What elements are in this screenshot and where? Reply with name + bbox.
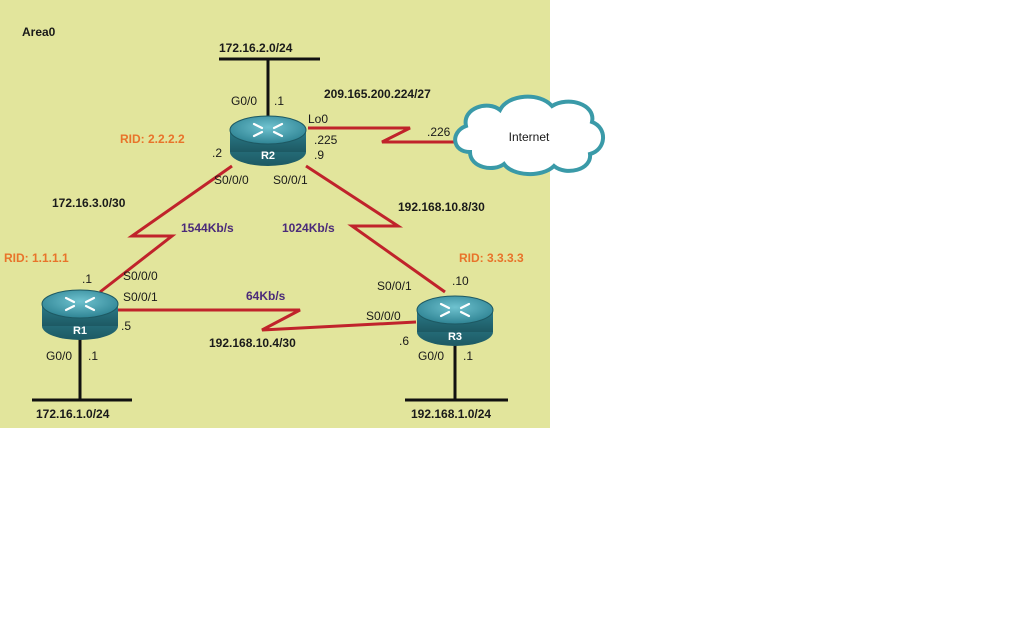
network-internet: 209.165.200.224/27 xyxy=(324,87,431,101)
r1-s000-host: .1 xyxy=(82,272,92,286)
r1-g00-host: .1 xyxy=(88,349,98,363)
r3-g00-if: G0/0 xyxy=(418,349,444,363)
ospf-area-background xyxy=(0,0,550,428)
bandwidth-r2-r3: 1024Kb/s xyxy=(282,221,335,235)
router-r2-name: R2 xyxy=(261,150,275,162)
r1-s001-host: .5 xyxy=(121,319,131,333)
router-arrows-icon xyxy=(64,296,96,312)
r2-lo0-host: .225 xyxy=(314,133,338,147)
link-r2-r3 xyxy=(305,164,446,294)
r2-g00-if: G0/0 xyxy=(231,94,257,108)
r3-s001-if: S0/0/1 xyxy=(377,279,412,293)
bandwidth-r1-r3: 64Kb/s xyxy=(246,289,286,303)
bandwidth-r1-r2: 1544Kb/s xyxy=(181,221,234,235)
r2-rid-label: RID: 2.2.2.2 xyxy=(120,132,185,146)
router-r1 xyxy=(41,289,119,340)
router-r3-name: R3 xyxy=(448,331,462,343)
r3-rid-label: RID: 3.3.3.3 xyxy=(459,251,524,265)
router-r2 xyxy=(229,115,307,166)
r1-g00-if: G0/0 xyxy=(46,349,72,363)
link-r1-r3 xyxy=(118,308,417,332)
r3-g00-host: .1 xyxy=(463,349,473,363)
r3-s000-if: S0/0/0 xyxy=(366,309,401,323)
network-r1-r3: 192.168.10.4/30 xyxy=(209,336,296,350)
router-arrows-icon xyxy=(252,122,284,138)
r2-s001-host: .9 xyxy=(314,148,324,162)
internet-label: Internet xyxy=(509,130,550,144)
r3-s001-host: .10 xyxy=(452,274,469,288)
r2-lan-segment xyxy=(219,57,320,117)
network-r1-r2: 172.16.3.0/30 xyxy=(52,196,126,210)
link-r2-internet xyxy=(308,126,462,144)
r2-lo0-if: Lo0 xyxy=(308,112,328,126)
r2-g00-host: .1 xyxy=(274,94,284,108)
internet-cloud-icon xyxy=(453,94,605,176)
internet-host-label: .226 xyxy=(427,125,451,139)
r2-s000-host: .2 xyxy=(212,146,222,160)
network-r1-lan: 172.16.1.0/24 xyxy=(36,407,110,421)
router-r3 xyxy=(416,295,494,346)
router-r1-name: R1 xyxy=(73,325,87,337)
network-r2-r3: 192.168.10.8/30 xyxy=(398,200,485,214)
area-label: Area0 xyxy=(22,25,56,39)
link-r1-r2 xyxy=(99,164,233,294)
r2-s001-if: S0/0/1 xyxy=(273,173,308,187)
network-r2-lan: 172.16.2.0/24 xyxy=(219,41,293,55)
r1-rid-label: RID: 1.1.1.1 xyxy=(4,251,69,265)
r2-s000-if: S0/0/0 xyxy=(214,173,249,187)
network-r3-lan: 192.168.1.0/24 xyxy=(411,407,491,421)
r3-s000-host: .6 xyxy=(399,334,409,348)
r1-s001-if: S0/0/1 xyxy=(123,290,158,304)
r1-s000-if: S0/0/0 xyxy=(123,269,158,283)
router-arrows-icon xyxy=(439,302,471,318)
